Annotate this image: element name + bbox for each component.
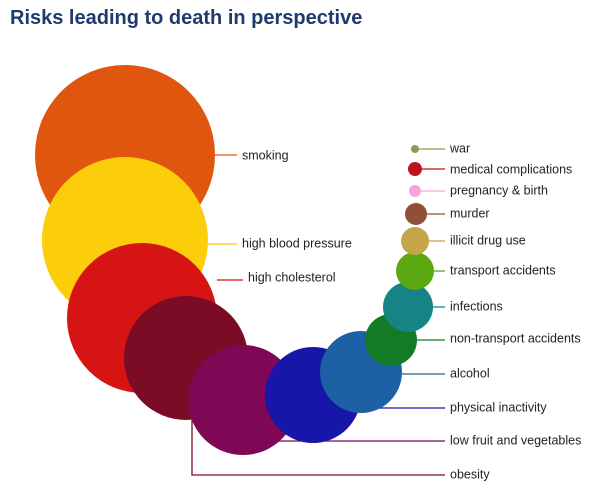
- label-non-transport-accidents: non-transport accidents: [450, 331, 581, 345]
- connector-obesity: [191, 420, 445, 476]
- label-high-cholesterol: high cholesterol: [248, 270, 336, 284]
- label-alcohol: alcohol: [450, 366, 490, 380]
- label-low-fruit-and-vegetables: low fruit and vegetables: [450, 433, 581, 447]
- label-medical-complications: medical complications: [450, 162, 572, 176]
- chart-title: Risks leading to death in perspective: [10, 7, 363, 29]
- bubble-medical-complications: [408, 162, 422, 176]
- label-high-blood-pressure: high blood pressure: [242, 236, 352, 250]
- bubble-illicit-drug-use: [401, 227, 429, 255]
- bubble-pregnancy-and-birth: [409, 185, 421, 197]
- label-physical-inactivity: physical inactivity: [450, 400, 547, 414]
- label-murder: murder: [450, 206, 490, 220]
- label-smoking: smoking: [242, 148, 289, 162]
- label-infections: infections: [450, 299, 503, 313]
- bubble-murder: [405, 203, 427, 225]
- bubble-infections: [383, 282, 433, 332]
- label-war: war: [449, 141, 470, 155]
- bubble-transport-accidents: [396, 252, 434, 290]
- bubble-low-fruit-and-vegetables: [188, 345, 298, 455]
- label-transport-accidents: transport accidents: [450, 263, 556, 277]
- label-obesity: obesity: [450, 467, 490, 481]
- label-illicit-drug-use: illicit drug use: [450, 233, 526, 247]
- label-pregnancy-and-birth: pregnancy & birth: [450, 183, 548, 197]
- bubble-war: [411, 145, 419, 153]
